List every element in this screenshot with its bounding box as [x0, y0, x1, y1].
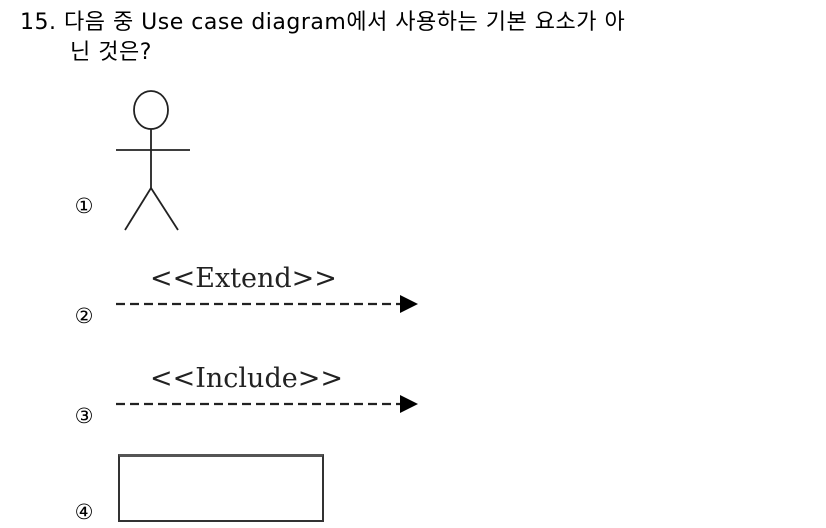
question-line-1: 15. 다음 중 Use case diagram에서 사용하는 기본 요소가 …	[20, 10, 626, 35]
option-1-number[interactable]: ①	[74, 194, 94, 218]
extend-label: <<Extend>>	[150, 263, 337, 294]
include-dashed-arrow-icon	[116, 395, 418, 413]
question-text: 15. 다음 중 Use case diagram에서 사용하는 기본 요소가 …	[20, 8, 810, 68]
rectangle-shape	[118, 454, 324, 522]
extend-dashed-arrow-icon	[116, 295, 418, 313]
option-2-number[interactable]: ②	[74, 304, 94, 328]
option-3-number[interactable]: ③	[74, 404, 94, 428]
include-label: <<Include>>	[150, 363, 343, 394]
actor-right-leg	[150, 187, 179, 231]
actor-head	[133, 90, 169, 130]
question-line-2: 닌 것은?	[70, 40, 152, 65]
option-4-number[interactable]: ④	[74, 500, 94, 524]
actor-left-leg	[124, 187, 152, 231]
actor-stick-figure-icon	[116, 90, 190, 231]
